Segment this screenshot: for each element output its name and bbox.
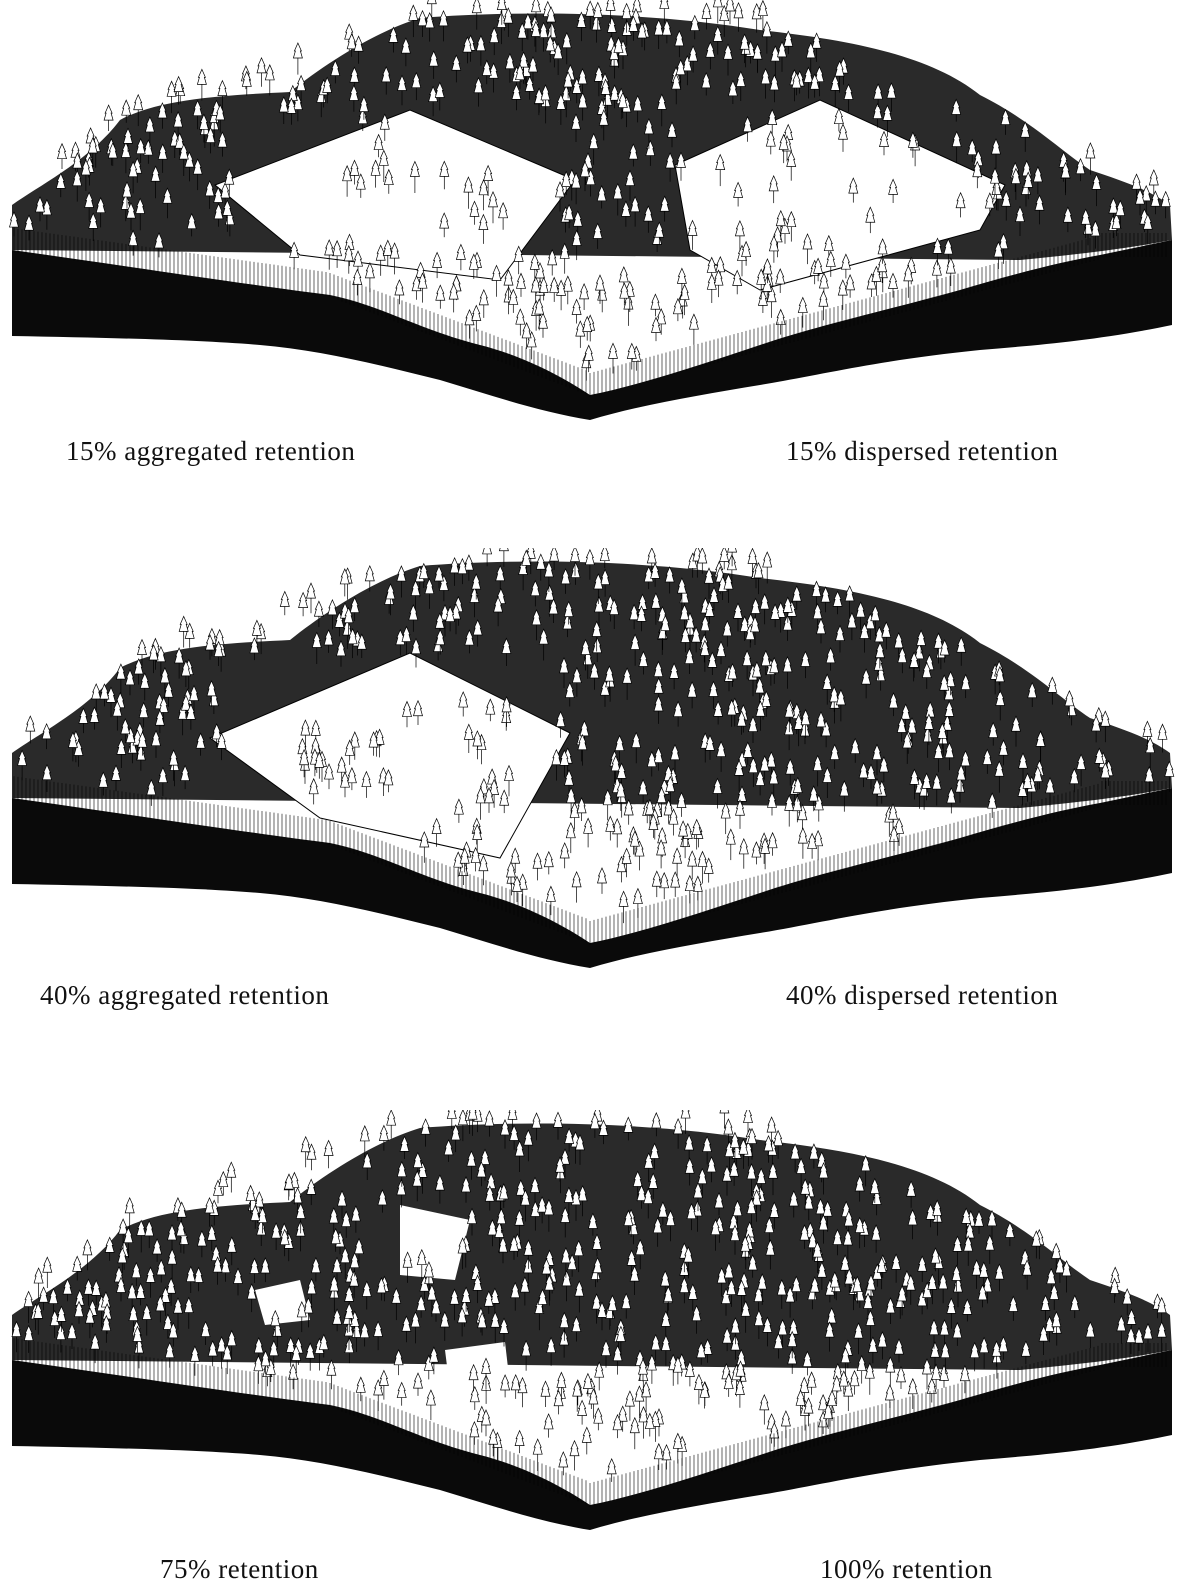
landscape-diagram-1 bbox=[0, 0, 1188, 430]
caption-left-3: 75% retention bbox=[160, 1554, 319, 1585]
caption-right-2: 40% dispersed retention bbox=[786, 980, 1058, 1011]
landscape-panel-2: 40% aggregated retention 40% dispersed r… bbox=[0, 548, 1188, 1028]
landscape-panel-1: 15% aggregated retention 15% dispersed r… bbox=[0, 0, 1188, 480]
caption-left-2: 40% aggregated retention bbox=[40, 980, 329, 1011]
caption-left-1: 15% aggregated retention bbox=[66, 436, 355, 467]
landscape-diagram-2 bbox=[0, 548, 1188, 978]
caption-right-1: 15% dispersed retention bbox=[786, 436, 1058, 467]
caption-right-3: 100% retention bbox=[820, 1554, 993, 1585]
landscape-diagram-3 bbox=[0, 1110, 1188, 1540]
landscape-panel-3: 75% retention 100% retention bbox=[0, 1110, 1188, 1593]
